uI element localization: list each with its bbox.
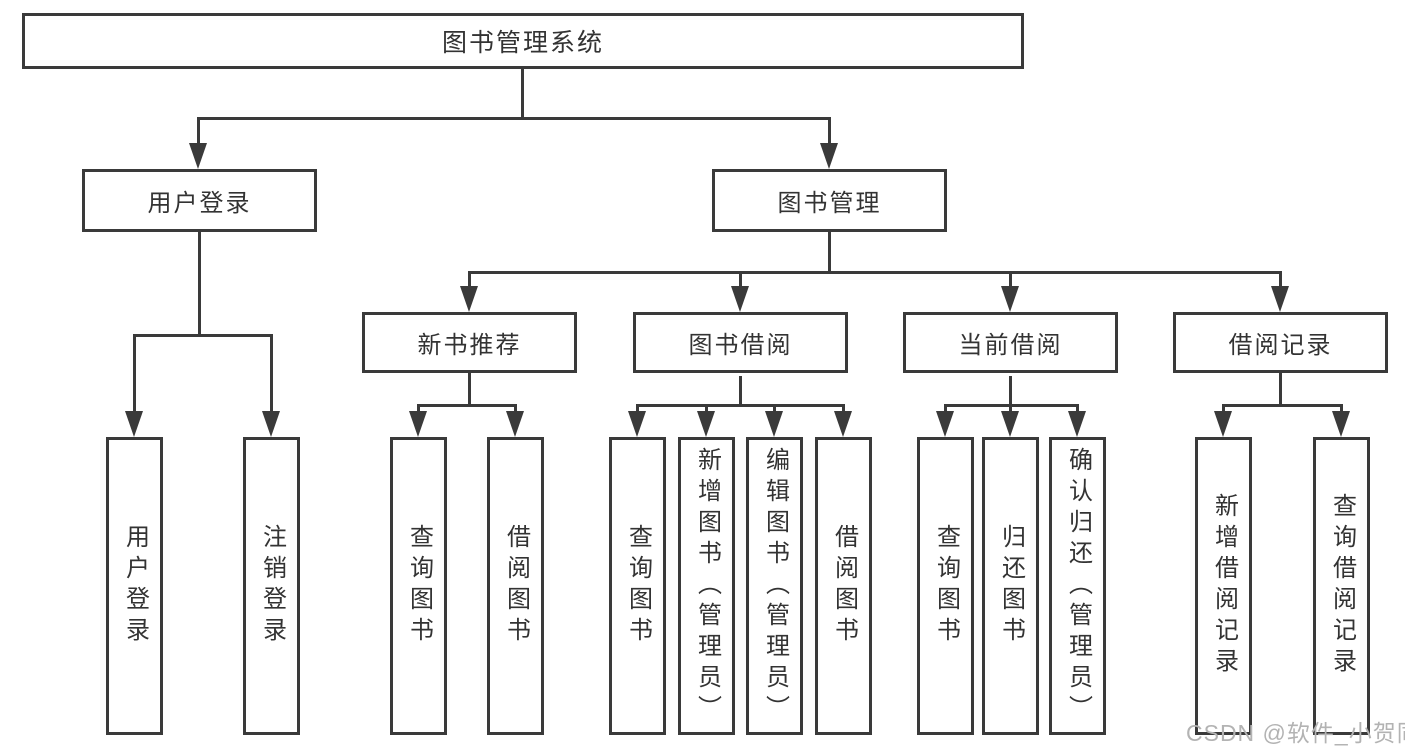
node-library-system: 图书管理系统 xyxy=(22,13,1024,69)
connector-line xyxy=(636,404,639,416)
arrow-down-icon xyxy=(731,286,749,312)
leaf-label: 借阅图书 xyxy=(502,524,530,648)
connector-line xyxy=(1279,373,1282,407)
connector-line xyxy=(1009,271,1012,288)
arrow-down-icon xyxy=(1214,411,1232,437)
leaf-query-books: 查询图书 xyxy=(390,437,447,735)
arrow-down-icon xyxy=(697,411,715,437)
node-borrowing-records: 借阅记录 xyxy=(1173,312,1388,373)
leaf-label: 查询图书 xyxy=(624,524,652,648)
connector-line xyxy=(739,271,742,288)
connector-line xyxy=(1009,404,1012,416)
connector-line xyxy=(468,271,471,288)
arrow-down-icon xyxy=(1068,411,1086,437)
connector-line xyxy=(636,404,845,407)
leaf-logout: 注销登录 xyxy=(243,437,300,735)
connector-line xyxy=(944,404,947,416)
leaf-label: 注销登录 xyxy=(258,524,286,648)
leaf-label: 查询图书 xyxy=(932,524,960,648)
leaf-user-login: 用户登录 xyxy=(106,437,163,735)
node-current-borrowing: 当前借阅 xyxy=(903,312,1118,373)
connector-line xyxy=(773,404,776,416)
arrow-down-icon xyxy=(506,411,524,437)
leaf-label: 新增图书（管理员） xyxy=(693,446,721,726)
leaf-add-book-admin: 新增图书（管理员） xyxy=(678,437,735,735)
leaf-add-borrow-record: 新增借阅记录 xyxy=(1195,437,1252,735)
arrow-down-icon xyxy=(628,411,646,437)
connector-line xyxy=(828,117,831,147)
arrow-down-icon xyxy=(765,411,783,437)
leaf-label: 确认归还（管理员） xyxy=(1064,446,1092,726)
arrow-down-icon xyxy=(262,411,280,437)
connector-line xyxy=(417,404,517,407)
arrow-down-icon xyxy=(936,411,954,437)
arrow-down-icon xyxy=(1271,286,1289,312)
leaf-query-books: 查询图书 xyxy=(609,437,666,735)
connector-line xyxy=(842,404,845,416)
arrow-down-icon xyxy=(409,411,427,437)
arrow-down-icon xyxy=(460,286,478,312)
arrow-down-icon xyxy=(1332,411,1350,437)
leaf-label: 查询图书 xyxy=(405,524,433,648)
leaf-borrow-books: 借阅图书 xyxy=(815,437,872,735)
leaf-return-books: 归还图书 xyxy=(982,437,1039,735)
arrow-down-icon xyxy=(834,411,852,437)
leaf-edit-book-admin: 编辑图书（管理员） xyxy=(746,437,803,735)
leaf-label: 归还图书 xyxy=(997,524,1025,648)
connector-line xyxy=(521,69,524,120)
connector-line xyxy=(270,334,273,414)
leaf-confirm-return-admin: 确认归还（管理员） xyxy=(1049,437,1106,735)
connector-line xyxy=(198,232,201,336)
leaf-label: 用户登录 xyxy=(121,524,149,648)
node-book-management: 图书管理 xyxy=(712,169,947,232)
connector-line xyxy=(133,334,273,337)
connector-line xyxy=(1009,376,1012,407)
connector-line xyxy=(1279,271,1282,288)
arrow-down-icon xyxy=(1001,286,1019,312)
connector-line xyxy=(468,373,471,407)
node-user-login: 用户登录 xyxy=(82,169,317,232)
arrow-down-icon xyxy=(125,411,143,437)
leaf-borrow-books: 借阅图书 xyxy=(487,437,544,735)
connector-line xyxy=(514,404,517,416)
watermark: CSDN @软件_小贺同学 xyxy=(1186,720,1405,746)
arrow-down-icon xyxy=(189,143,207,169)
connector-line xyxy=(1076,404,1079,416)
leaf-label: 查询借阅记录 xyxy=(1328,493,1356,679)
connector-line xyxy=(739,376,742,407)
arrow-down-icon xyxy=(1001,411,1019,437)
connector-line xyxy=(828,232,831,274)
leaf-label: 新增借阅记录 xyxy=(1210,493,1238,679)
connector-line xyxy=(1222,404,1343,407)
node-book-borrowing: 图书借阅 xyxy=(633,312,848,373)
connector-line xyxy=(1222,404,1225,416)
leaf-query-books: 查询图书 xyxy=(917,437,974,735)
node-new-book-recommendation: 新书推荐 xyxy=(362,312,577,373)
connector-line xyxy=(417,404,420,416)
leaf-query-borrow-record: 查询借阅记录 xyxy=(1313,437,1370,735)
connector-line xyxy=(705,404,708,416)
arrow-down-icon xyxy=(820,143,838,169)
connector-line xyxy=(468,271,1282,274)
connector-line xyxy=(1340,404,1343,416)
connector-line xyxy=(197,117,200,147)
connector-line xyxy=(197,117,831,120)
leaf-label: 编辑图书（管理员） xyxy=(761,446,789,726)
connector-line xyxy=(133,334,136,414)
leaf-label: 借阅图书 xyxy=(830,524,858,648)
